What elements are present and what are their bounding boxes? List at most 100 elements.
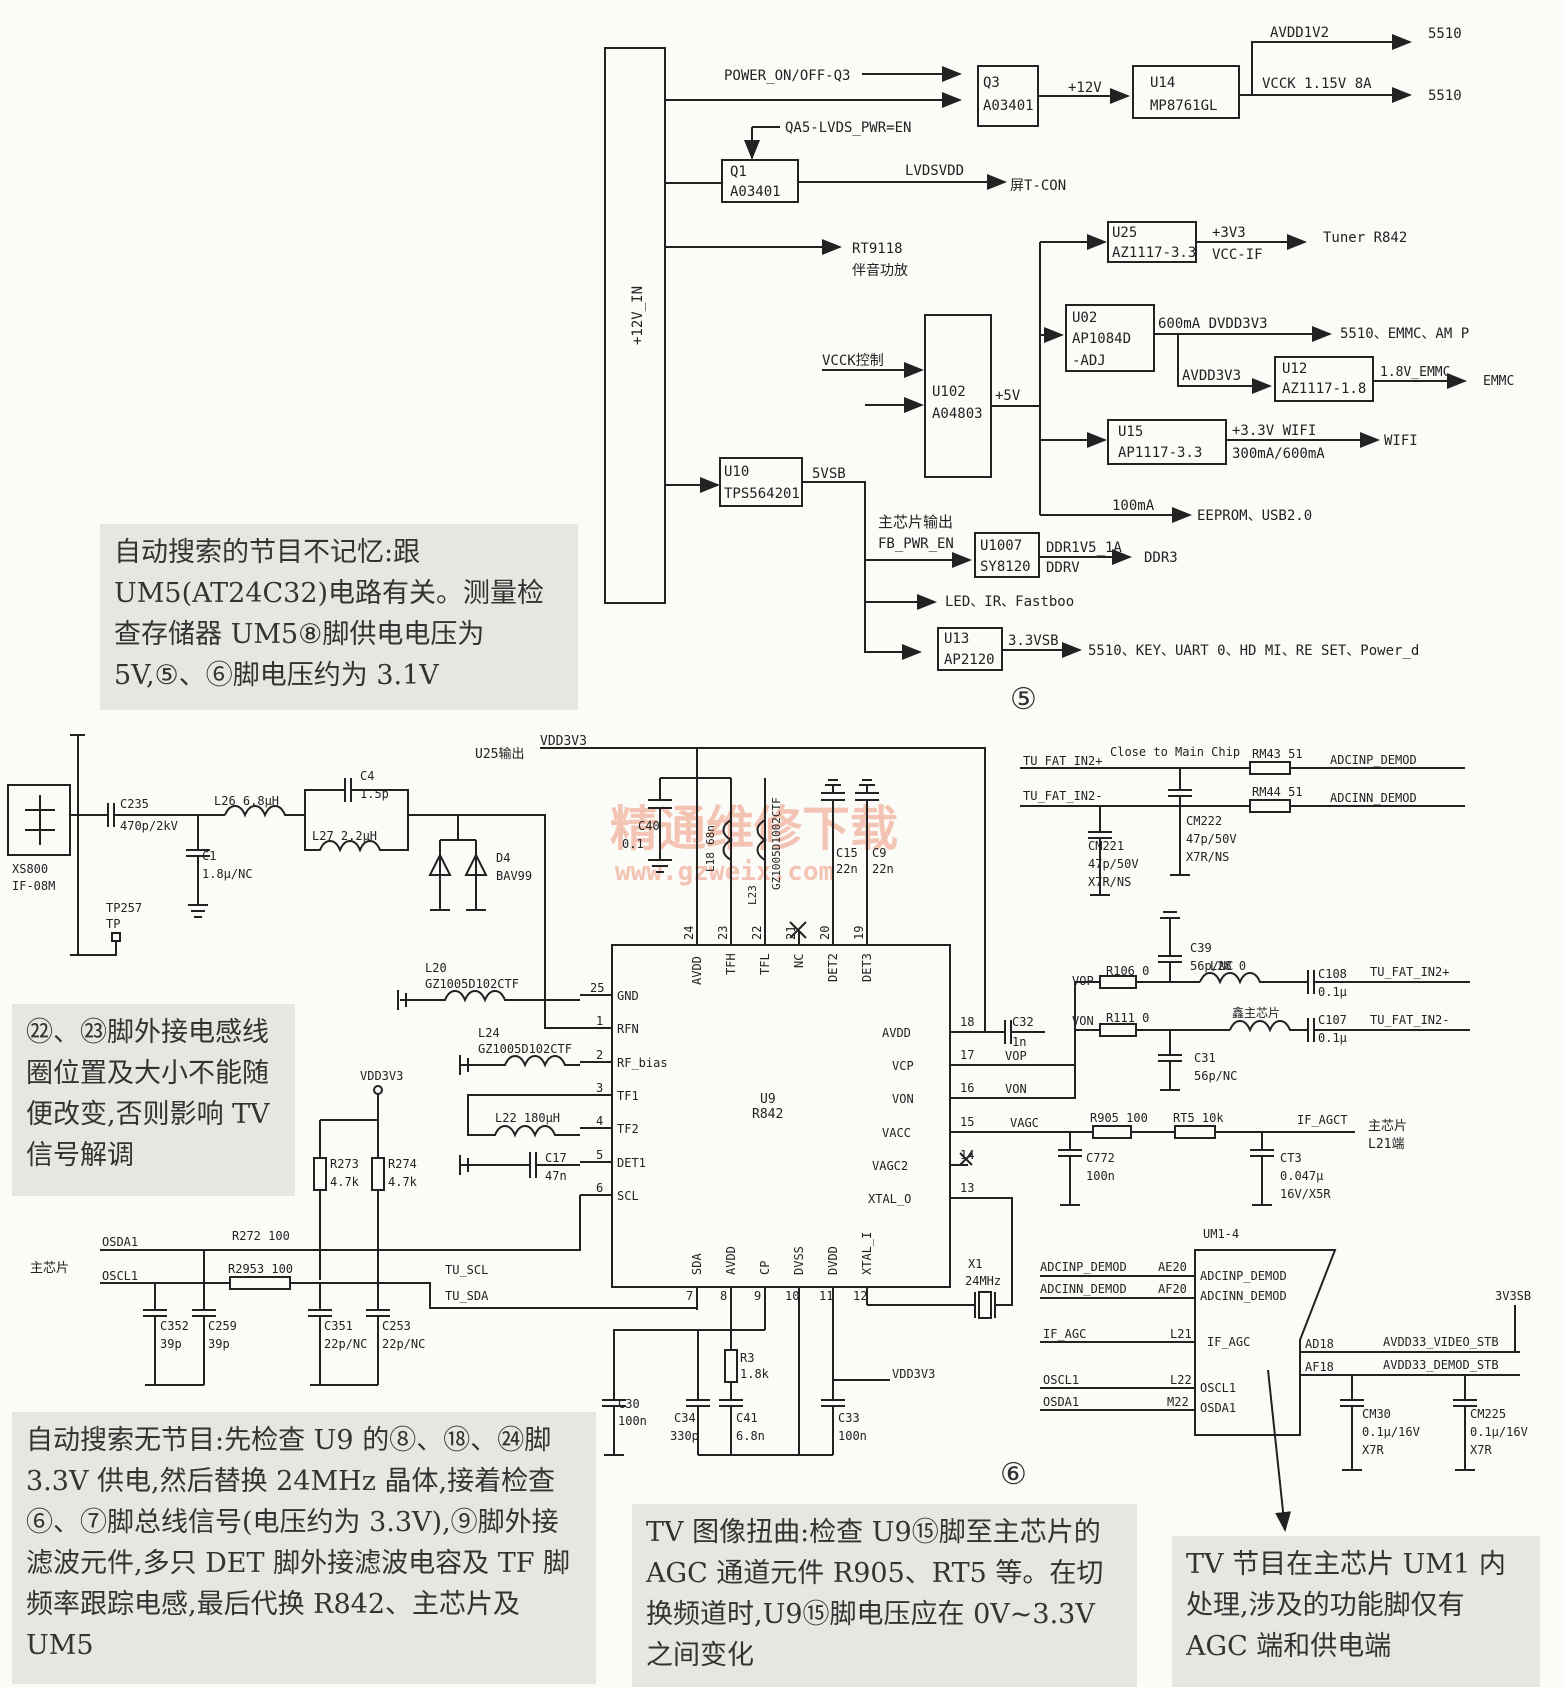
- rt9118-label: RT9118: [852, 241, 903, 257]
- r273-value: 4.7k: [330, 1175, 360, 1189]
- c253-value: 22p/NC: [382, 1337, 425, 1351]
- um1-osda1-pin: OSDA1: [1200, 1401, 1236, 1415]
- l23: [756, 819, 767, 861]
- pin-dvss: DVSS: [792, 1246, 806, 1275]
- c34-value: 330p: [670, 1429, 699, 1443]
- c259-label: C259: [208, 1319, 237, 1333]
- pin-tfl: TFL: [758, 953, 772, 975]
- u1007-part: SY8120: [980, 559, 1031, 575]
- c30-value: 100n: [618, 1414, 647, 1428]
- svg-text:C15: C15: [836, 846, 858, 860]
- pin-num-4: 4: [596, 1114, 603, 1128]
- u15-part: AP1117-3.3: [1118, 445, 1202, 461]
- c17-label: C17: [545, 1151, 567, 1165]
- pin-num-18: 18: [960, 1015, 974, 1029]
- tu-scl-label: TU_SCL: [445, 1263, 488, 1277]
- l24: [460, 1055, 580, 1068]
- eeprom-label: EEPROM、USB2.0: [1197, 508, 1312, 524]
- l24-label: L24: [478, 1026, 500, 1040]
- c39-value: 56p/NC: [1190, 959, 1233, 973]
- adcp-label-top: ADCINP_DEMOD: [1330, 753, 1417, 767]
- x1-value: 24MHz: [965, 1274, 1001, 1288]
- watermark: 精通维修下载: [610, 801, 898, 857]
- um1-chip: [1194, 1249, 1337, 1436]
- note-inductor-warning: ㉒、㉓脚外接电感线圈位置及大小不能随便改变,否则影响 TV 信号解调: [12, 1004, 295, 1196]
- wifi-out2: 300mA/600mA: [1232, 446, 1325, 462]
- ddr1-label: DDR1V5_1A: [1046, 540, 1122, 556]
- c41-value: 6.8n: [736, 1429, 765, 1443]
- cm225-label: CM225: [1470, 1407, 1506, 1421]
- u13-part: AP2120: [944, 652, 995, 668]
- pin-l22: L22: [1170, 1373, 1192, 1387]
- tp257: [111, 932, 121, 942]
- u9-top-pins: AVDD TFH TFL NC DET2 DET3 24 23 22 21 20…: [682, 910, 874, 985]
- pin-rf-bias: RF_bias: [617, 1056, 668, 1070]
- tp-label: TP: [106, 917, 120, 931]
- c40: C40 0.1: [622, 799, 672, 873]
- pin-num-10: 10: [785, 1289, 799, 1303]
- pin-num-3: 3: [596, 1081, 603, 1095]
- r272-label: R272 100: [232, 1229, 290, 1243]
- u25-label: U25: [1112, 225, 1137, 241]
- pin-xtal-i: XTAL_I: [860, 1232, 874, 1275]
- c259-value: 39p: [208, 1337, 230, 1351]
- vcck-ctl-label: VCCK控制: [822, 353, 884, 369]
- vdd3v3-bottom: VDD3V3: [892, 1367, 935, 1381]
- xs800-label: XS800: [12, 862, 48, 876]
- l22-label: L22 180μH: [495, 1111, 560, 1125]
- pin-num-23: 23: [716, 926, 730, 940]
- target-5510-b: 5510: [1428, 88, 1462, 104]
- r274-label: R274: [388, 1157, 417, 1171]
- c34-label: C34: [674, 1411, 696, 1425]
- u25-out2: VCC-IF: [1212, 247, 1263, 263]
- pin-vacc: VACC: [882, 1126, 911, 1140]
- um1-osda1-in: OSDA1: [1043, 1395, 1079, 1409]
- u14-box: [1132, 65, 1240, 119]
- von-label: VON: [1005, 1082, 1027, 1096]
- u14-label: U14: [1150, 75, 1175, 91]
- u9-bottom-pins: SDA AVDD CP DVSS DVDD XTAL_I 7 8 9 10 11…: [686, 1232, 874, 1455]
- close-label: Close to Main Chip: [1110, 745, 1240, 759]
- tuner-label: Tuner R842: [1323, 230, 1407, 246]
- l24-value: GZ1005D102CTF: [478, 1042, 572, 1056]
- main-chip-label: 主芯片: [30, 1261, 69, 1276]
- pin-num-6: 6: [596, 1181, 603, 1195]
- cm222-label: CM222: [1186, 814, 1222, 828]
- pin-ad18: AD18: [1305, 1337, 1334, 1351]
- avdd33-demod-label: AVDD33_DEMOD_STB: [1383, 1358, 1499, 1372]
- lvdsvdd-label: LVDSVDD: [905, 163, 964, 179]
- c1-value: 1.8μ/NC: [202, 867, 253, 881]
- watermark-url: www.gzweix.com: [615, 857, 834, 887]
- l20-label: L20: [425, 961, 447, 975]
- target-5510-a: 5510: [1428, 26, 1462, 42]
- um1-adcp-in: ADCINP_DEMOD: [1040, 1260, 1127, 1274]
- u02-box: [1065, 304, 1155, 372]
- pin-af18: AF18: [1305, 1360, 1334, 1374]
- um1-adcn-in: ADCINN_DEMOD: [1040, 1282, 1127, 1296]
- xin-label: 鑫主芯片: [1232, 1005, 1280, 1020]
- if-agct-label: IF_AGCT: [1297, 1113, 1348, 1127]
- ct3-label: CT3: [1280, 1151, 1302, 1165]
- vop-label: VOP: [1005, 1049, 1027, 1063]
- pin-num-1: 1: [596, 1014, 603, 1028]
- u13-label: U13: [944, 631, 969, 647]
- l28-label: L28 0: [1210, 959, 1246, 973]
- u02-part: AP1084D: [1072, 331, 1131, 347]
- v5-label: +5V: [995, 388, 1021, 404]
- q1-box: [721, 159, 799, 203]
- emmc-label: EMMC: [1483, 374, 1514, 389]
- emmc18-label: 1.8V_EMMC: [1380, 365, 1450, 380]
- u25-box: [1107, 221, 1197, 263]
- t33sb-label: 5510、KEY、UART 0、HD MI、RE SET、Power_d: [1088, 643, 1419, 659]
- um1-oscl1-in: OSCL1: [1043, 1373, 1079, 1387]
- r111-label: R111 0: [1106, 1011, 1149, 1025]
- ct3-rating: 16V/X5R: [1280, 1187, 1331, 1201]
- c41-label: C41: [736, 1411, 758, 1425]
- tu-fat-in2p: TU_FAT_IN2+: [1023, 754, 1102, 768]
- rail-bar: [604, 47, 666, 604]
- pin-vagc2: VAGC2: [872, 1159, 908, 1173]
- c31-value: 56p/NC: [1194, 1069, 1237, 1083]
- pin-vcp: VCP: [892, 1059, 914, 1073]
- c9: C9 22n: [855, 779, 894, 910]
